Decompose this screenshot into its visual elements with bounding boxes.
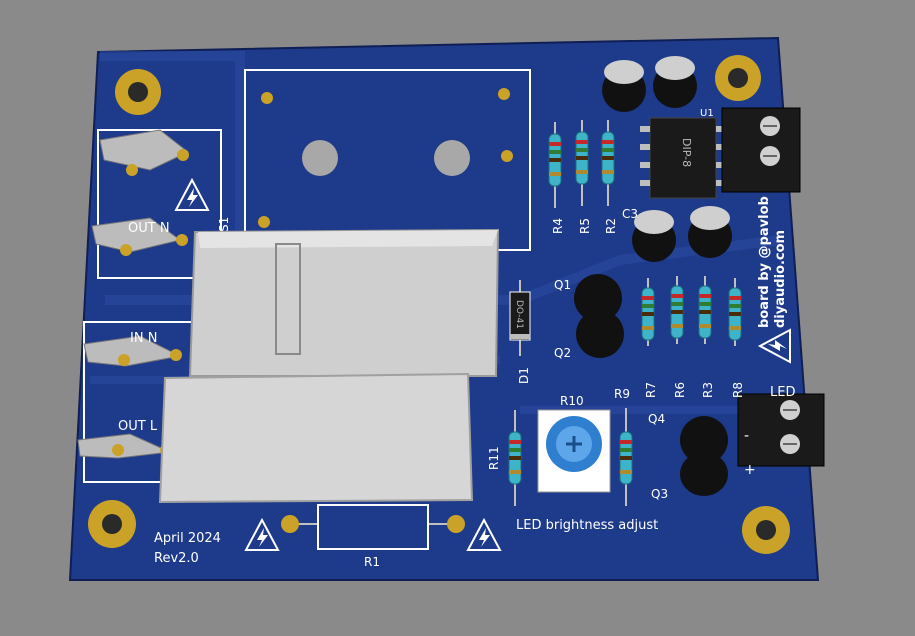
r9-label: R9 (614, 387, 630, 401)
q4-label: Q4 (648, 412, 665, 426)
rev-label: Rev2.0 (154, 551, 199, 566)
capacitor-group (602, 56, 732, 262)
r2-label: R2 (604, 218, 618, 234)
resistor-r7 (641, 287, 655, 341)
out-l-label: OUT L (118, 419, 158, 434)
dip-label: DIP-8 (680, 138, 693, 167)
relay-body (188, 228, 500, 377)
out-n-label: OUT N (128, 221, 170, 236)
resistor-r2 (601, 131, 615, 185)
resistor-r9 (619, 431, 633, 485)
screw-terminal-icon (721, 107, 825, 467)
resistor-r11 (508, 431, 522, 485)
resistor-r3 (698, 285, 712, 339)
led-brightness-label: LED brightness adjust (516, 518, 658, 533)
dip8-chip (649, 117, 717, 199)
r7-label: R7 (644, 382, 658, 398)
resistor-r8 (728, 287, 742, 341)
in-n-label: IN N (130, 331, 157, 346)
site-label: diyaudio.com (773, 230, 788, 328)
r4-label: R4 (551, 218, 565, 234)
d1-label: D1 (517, 367, 531, 384)
date-label: April 2024 (154, 531, 221, 546)
resistor-r6 (670, 285, 684, 339)
plus-label: + (744, 462, 756, 478)
s1-label: S1 (217, 217, 231, 232)
board-by-label: board by @pavlob (757, 196, 772, 328)
resistor-r1 (317, 504, 429, 550)
u1-label: U1 (700, 108, 714, 119)
transformer-body (158, 372, 474, 504)
r3-label: R3 (701, 382, 715, 398)
q3-label: Q3 (651, 487, 668, 501)
minus-label: - (744, 428, 749, 444)
do41-label: DO-41 (514, 300, 524, 329)
r6-label: R6 (673, 382, 687, 398)
resistor-r5 (575, 131, 589, 185)
mounting-hole-icon (88, 55, 790, 554)
r10-label: R10 (560, 394, 584, 408)
c3-label: C3 (622, 207, 638, 221)
resistor-r4 (548, 133, 562, 187)
q1-label: Q1 (554, 278, 571, 292)
r8-label: R8 (731, 382, 745, 398)
led-label: LED (770, 385, 795, 400)
q2-label: Q2 (554, 346, 571, 360)
r1-label: R1 (364, 555, 380, 569)
r5-label: R5 (578, 218, 592, 234)
r11-label: R11 (487, 446, 501, 470)
